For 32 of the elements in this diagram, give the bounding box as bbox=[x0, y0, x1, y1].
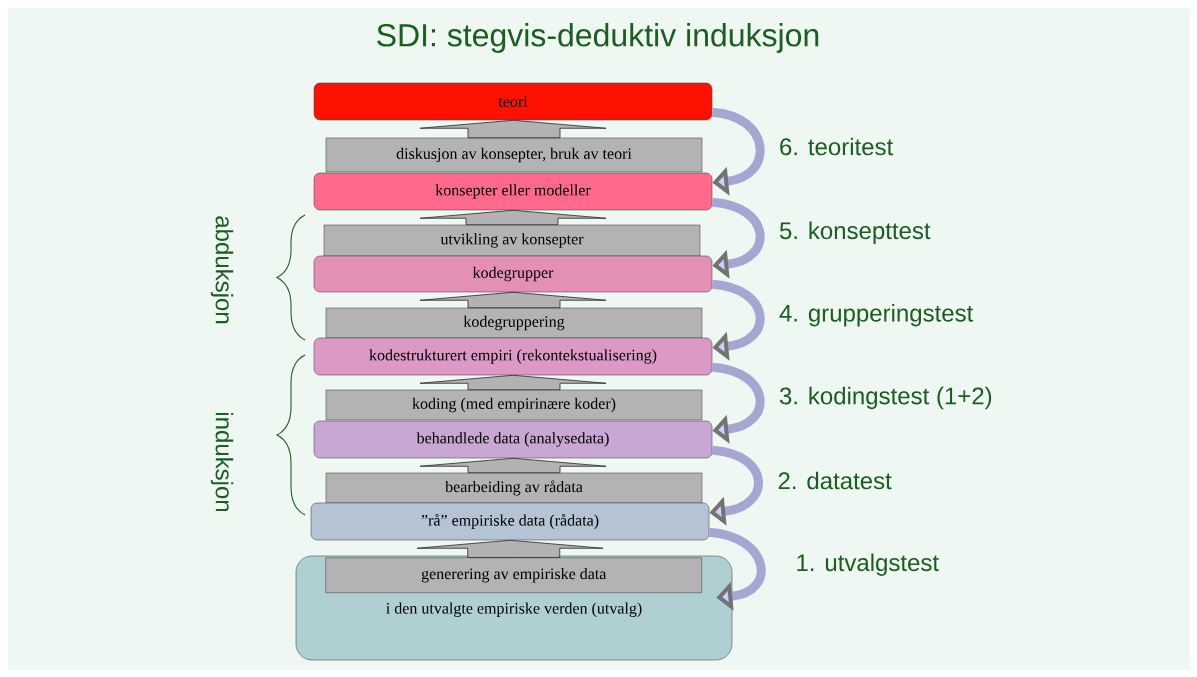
block-arrow bbox=[416, 539, 604, 558]
curved-arrow bbox=[711, 362, 765, 444]
curved-arrow bbox=[711, 197, 765, 279]
side-label: abduksjon bbox=[210, 216, 234, 324]
curved-arrow bbox=[708, 527, 766, 611]
block-arrow bbox=[419, 209, 607, 226]
level-box: konsepter eller modeller bbox=[313, 172, 713, 211]
edge-label: 6. teoritest bbox=[780, 137, 894, 156]
process-bar: koding (med empirinære koder) bbox=[325, 389, 703, 421]
block-arrow bbox=[419, 457, 607, 474]
side-label: induksjon bbox=[210, 412, 234, 512]
process-bar: utvikling av konsepter bbox=[323, 224, 701, 257]
process-bar: bearbeiding av rådata bbox=[325, 472, 703, 504]
process-bar: kodegruppering bbox=[325, 307, 703, 339]
edge-label: 4. grupperingstest bbox=[779, 304, 974, 327]
process-bar: generering av empiriske data bbox=[325, 557, 702, 593]
title: SDI: stegvis-deduktiv induksjon bbox=[377, 23, 819, 53]
level-box: kodestrukturert empiri (rekontekstualisering) bbox=[313, 337, 713, 376]
level-box: teori bbox=[313, 82, 713, 121]
block-arrow bbox=[419, 119, 607, 139]
edge-label: 2. datatest bbox=[778, 471, 892, 490]
level-box: behandlede data (analysedata) bbox=[313, 420, 713, 459]
block-arrow bbox=[419, 374, 607, 391]
level-box: kodegrupper bbox=[313, 255, 713, 293]
edge-label: 3. kodingstest (1+2) bbox=[779, 386, 992, 410]
level-box: ”rå” empiriske data (rådata) bbox=[310, 502, 710, 541]
process-bar: diskusjon av konsepter, bruk av teori bbox=[325, 137, 703, 173]
curved-arrow bbox=[711, 107, 765, 196]
edge-label: 5. konsepttest bbox=[779, 221, 931, 244]
edge-label: 1. utvalgstest bbox=[797, 553, 939, 576]
block-arrow bbox=[419, 291, 607, 309]
curved-arrow bbox=[711, 279, 765, 361]
